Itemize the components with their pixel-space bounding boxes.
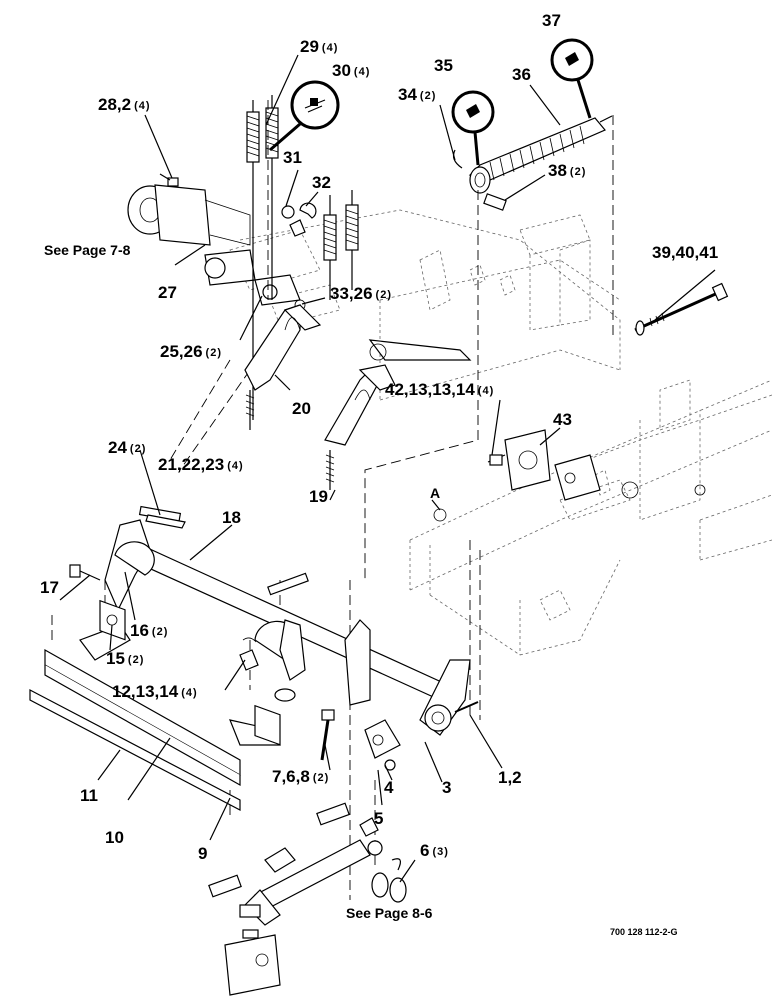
callout-37: 37 — [542, 11, 561, 30]
callout-12: 12,13,14(4) — [112, 682, 198, 701]
callout-21: 21,22,23(4) — [158, 455, 244, 474]
callout-qty-15: (2) — [128, 654, 144, 666]
hardware-12-13-14 — [239, 637, 259, 671]
leader-lines — [59, 54, 716, 883]
callout-20: 20 — [292, 399, 311, 418]
callout-42: 42,13,13,14(4) — [385, 380, 494, 399]
hydraulic-cylinder — [208, 802, 407, 926]
view-marker-a: A — [430, 485, 440, 501]
callout-39: 39,40,41 — [652, 243, 718, 262]
callout-15: 15(2) — [106, 649, 144, 668]
callout-11: 11 — [80, 786, 98, 805]
callout-18: 18 — [222, 508, 241, 527]
callout-17: 17 — [40, 578, 59, 597]
plates-15-17 — [99, 599, 281, 746]
callout-30: 30(4) — [332, 61, 370, 80]
callout-qty-30: (4) — [354, 66, 370, 78]
callout-16: 16(2) — [130, 621, 168, 640]
callout-34: 34(2) — [398, 85, 436, 104]
bolt-39 — [634, 282, 729, 336]
callout-29: 29(4) — [300, 37, 338, 56]
callout-5: 5 — [374, 809, 383, 828]
see-page-8-6-note: See Page 8-6 — [346, 905, 433, 921]
callout-1: 1,2 — [498, 768, 522, 787]
bracket-20 — [244, 304, 322, 430]
callout-38: 38(2) — [548, 161, 586, 180]
callout-36: 36 — [512, 65, 531, 84]
callout-qty-21: (4) — [227, 460, 243, 472]
callout-10: 10 — [105, 828, 124, 847]
callout-qty-16: (2) — [152, 626, 168, 638]
spring-36 — [452, 115, 613, 211]
callout-qty-25: (2) — [206, 347, 222, 359]
toolbar-10 — [29, 624, 281, 811]
callout-35: 35 — [434, 56, 453, 75]
callout-24: 24(2) — [108, 438, 146, 457]
callout-qty-7: (2) — [313, 772, 329, 784]
callout-qty-29: (4) — [322, 42, 338, 54]
callout-19: 19 — [309, 487, 328, 506]
bracket-19 — [324, 339, 472, 490]
detail-circle-30 — [269, 80, 340, 152]
upper-left-hub — [127, 173, 251, 246]
hardware-24 — [145, 514, 186, 529]
callout-31: 31 — [283, 148, 302, 167]
drawing-number: 700 128 112-2-G — [610, 927, 678, 937]
link-4 — [364, 719, 401, 771]
callout-qty-24: (2) — [130, 443, 146, 455]
callout-qty-34: (2) — [420, 90, 436, 102]
see-page-7-8-note: See Page 7-8 — [44, 242, 131, 258]
callout-4: 4 — [384, 778, 394, 797]
callout-9: 9 — [198, 844, 207, 863]
main-frame — [229, 209, 772, 656]
callout-43: 43 — [553, 410, 572, 429]
callout-qty-6: (3) — [432, 846, 448, 858]
callout-6: 6(3) — [420, 841, 449, 860]
callout-3: 3 — [442, 778, 451, 797]
spring-29-left — [246, 100, 260, 420]
arm-right-3 — [344, 619, 479, 736]
leader-dashes — [51, 100, 614, 900]
callout-7: 7,6,8(2) — [272, 767, 329, 786]
bolt-7 — [274, 688, 335, 761]
bolt-17 — [69, 564, 101, 581]
callout-32: 32 — [312, 173, 331, 192]
detail-circle-35 — [451, 90, 495, 166]
callout-qty-28: (4) — [134, 100, 150, 112]
mount-bracket-lower — [224, 904, 281, 996]
detail-circle-37 — [550, 38, 594, 119]
callout-33: 33,26(2) — [330, 284, 392, 303]
callout-25: 25,26(2) — [160, 342, 222, 361]
plate-43 — [487, 429, 601, 501]
callout-qty-38: (2) — [570, 166, 586, 178]
parts-31-32 — [281, 202, 317, 219]
callout-qty-33: (2) — [376, 289, 392, 301]
callout-qty-12: (4) — [181, 687, 197, 699]
callout-28: 28,2(4) — [98, 95, 151, 114]
shaft-18 — [119, 539, 449, 702]
callout-qty-42: (4) — [478, 385, 494, 397]
arm-center — [254, 572, 309, 681]
spring-pair-mid — [323, 190, 359, 300]
upper-bracket-assembly — [204, 219, 306, 311]
callout-27: 27 — [158, 283, 177, 302]
